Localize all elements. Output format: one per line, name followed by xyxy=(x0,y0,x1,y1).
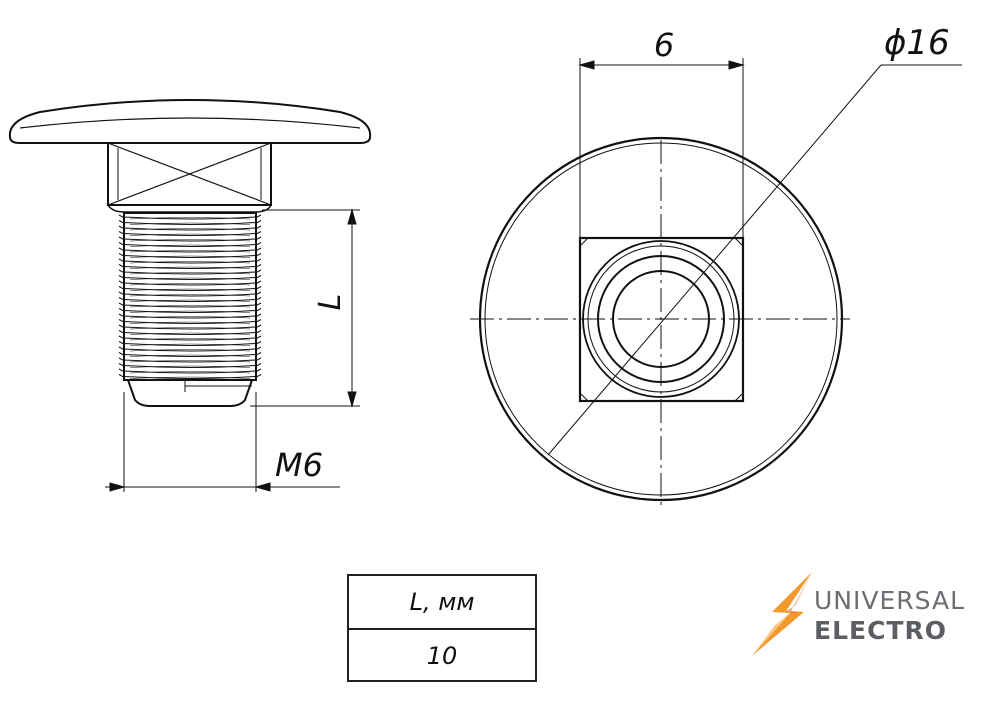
square-neck-top xyxy=(578,236,745,403)
table-header: L, мм xyxy=(349,576,535,630)
bolt-head-dome xyxy=(8,99,372,144)
logo-bolt-icon xyxy=(752,572,812,656)
thread-circle xyxy=(582,240,740,398)
company-logo: UNIVERSAL ELECTRO xyxy=(752,570,966,660)
thread-dimension xyxy=(105,392,340,492)
diameter-label: ϕ16 xyxy=(884,23,950,63)
thread-label: M6 xyxy=(275,446,323,484)
logo-text-universal: UNIVERSAL xyxy=(814,586,966,615)
square-label: 6 xyxy=(654,26,674,64)
logo-text-electro: ELECTRO xyxy=(814,616,947,645)
table-value: 10 xyxy=(426,642,458,670)
square-neck xyxy=(107,142,272,206)
length-dimension xyxy=(250,208,360,408)
square-dimension xyxy=(578,58,745,238)
bolt-top-view xyxy=(470,64,962,505)
bolt-side-view xyxy=(8,99,372,407)
length-table: L, мм 10 xyxy=(347,574,537,682)
bolt-tip xyxy=(126,379,254,407)
length-label: L xyxy=(313,294,348,311)
threaded-shank xyxy=(118,214,262,379)
